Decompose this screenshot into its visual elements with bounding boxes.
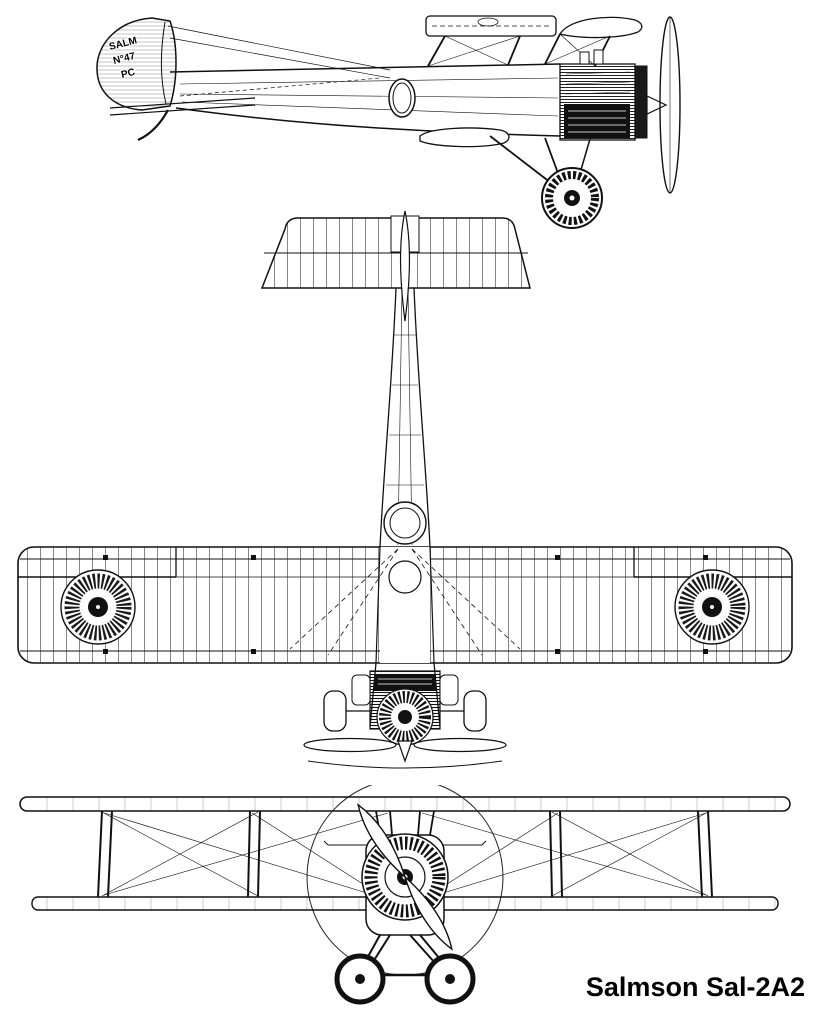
cabane-struts: [375, 810, 435, 836]
wheel-side: [541, 167, 603, 229]
main-wing-top: [17, 546, 793, 664]
rigging-wires-front: [101, 811, 709, 898]
wheels-front: [334, 953, 476, 1005]
interplane-struts: [97, 810, 713, 898]
gunner-ring-top: [388, 560, 422, 594]
side-view-drawing: SALM N°47 PC: [96, 15, 681, 229]
upper-wing-side: [425, 15, 643, 39]
tail-fin: SALM N°47 PC: [96, 17, 177, 111]
top-view-drawing: [17, 210, 793, 769]
fuselage-top: [379, 287, 431, 548]
engine-top: [351, 662, 459, 746]
propeller-side: [646, 16, 681, 194]
cockpit-ring-top: [383, 501, 427, 545]
roundel-left: [60, 569, 136, 645]
wheels-top: [323, 690, 487, 732]
tail-rigging-wires: [167, 25, 391, 97]
front-view-drawing: [19, 785, 791, 1005]
top-wing-front: [19, 796, 791, 812]
tail-marking-line: PC: [120, 67, 136, 81]
caption-title: Salmson Sal-2A2: [585, 972, 805, 1002]
tailplane: [109, 97, 256, 142]
fin-top: [399, 210, 411, 322]
cockpit-opening: [388, 78, 416, 118]
lower-wing-side: [419, 127, 510, 148]
roundel-right: [674, 569, 750, 645]
engine-cowl-side: [559, 49, 648, 141]
propeller-front: [357, 803, 453, 951]
propeller-top: [303, 737, 507, 769]
tailplane-top: [260, 210, 531, 322]
